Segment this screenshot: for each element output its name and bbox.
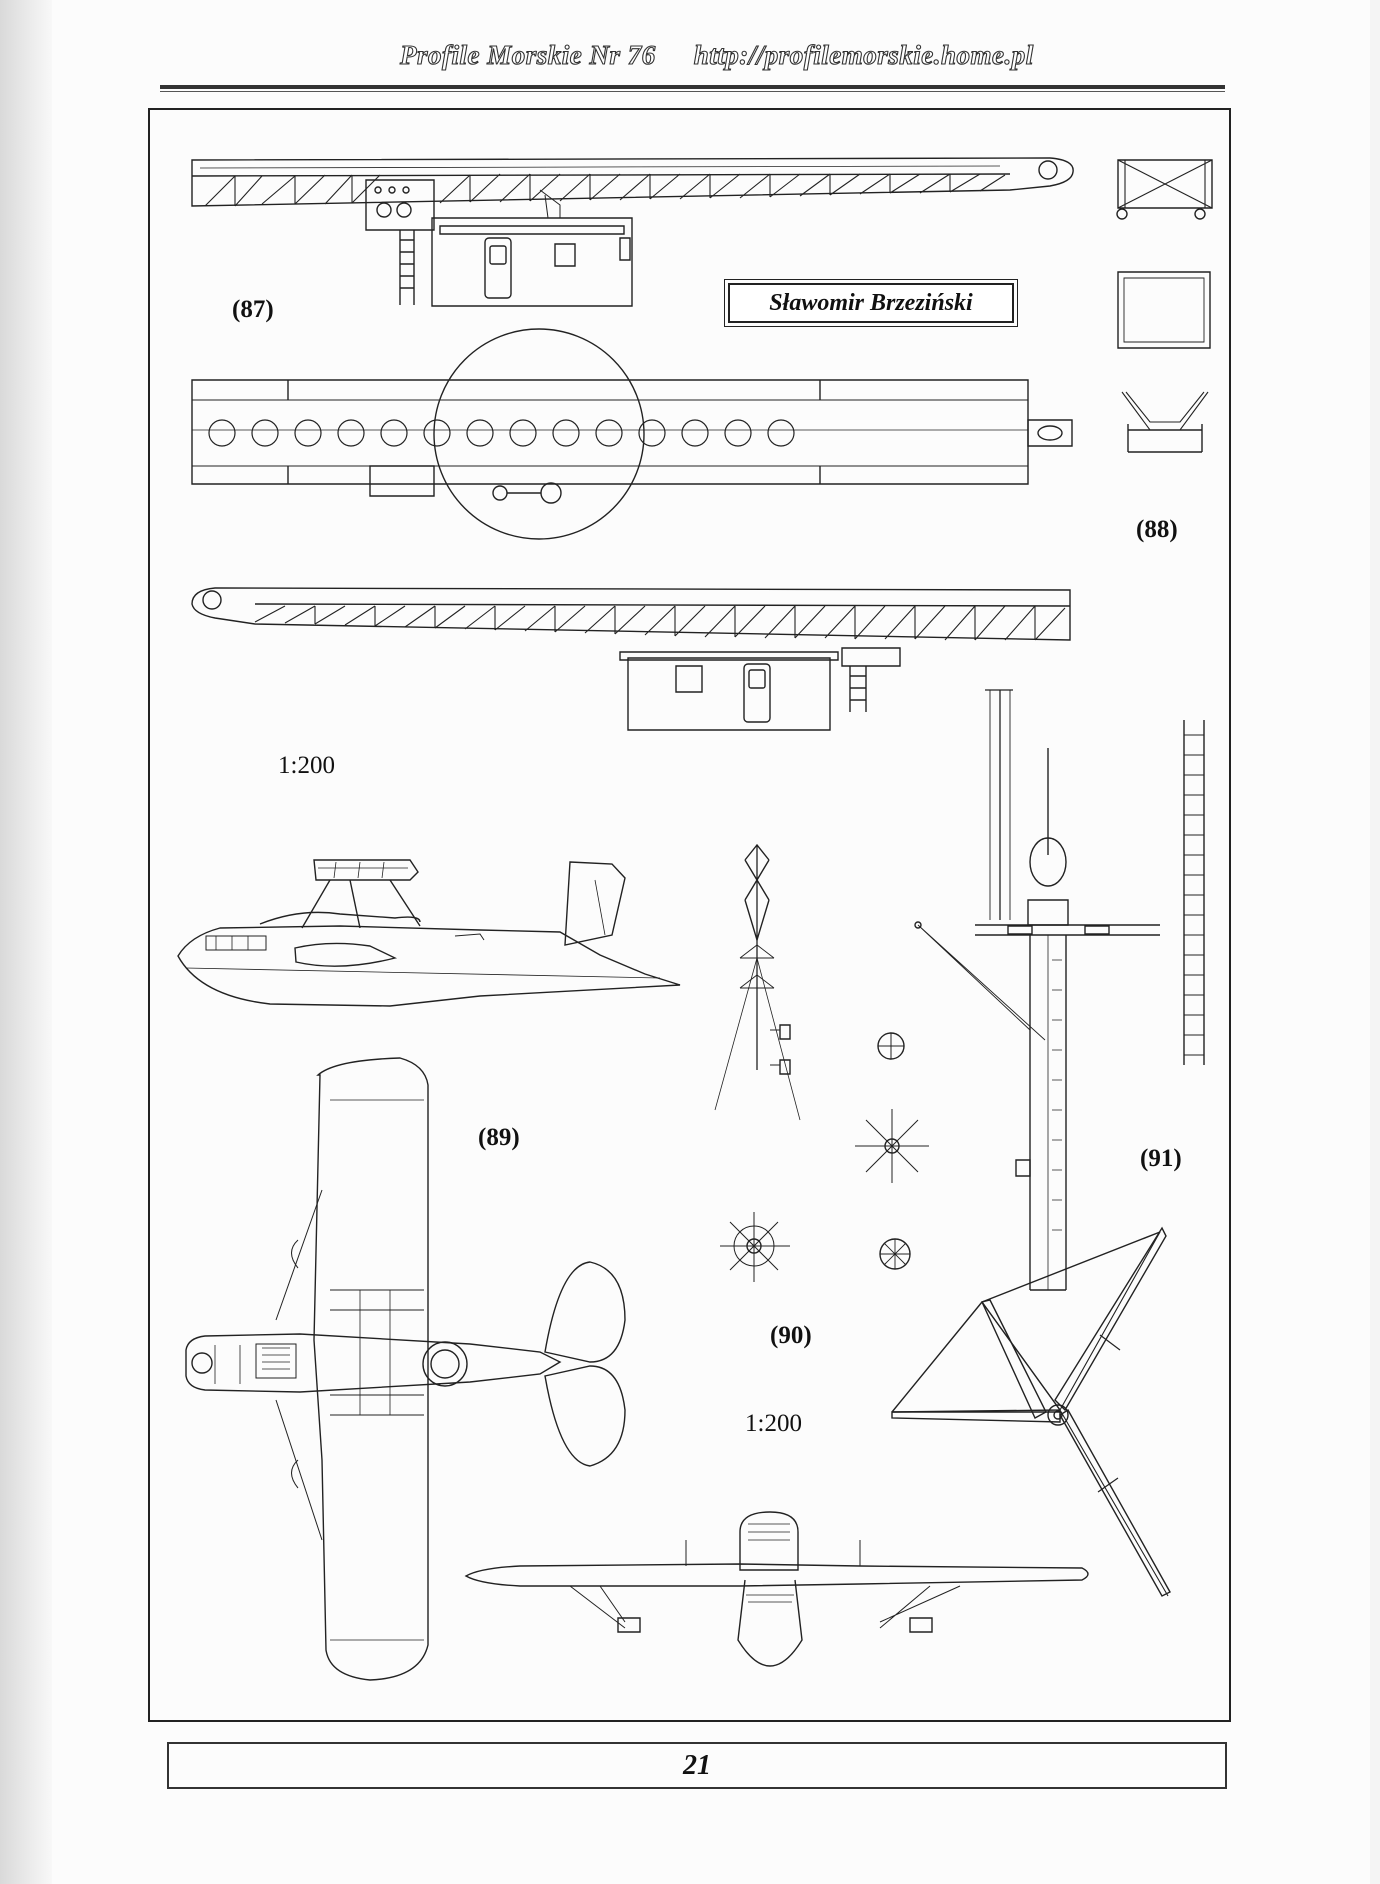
figure-label-87: (87) [232,296,274,323]
page-background [40,0,1370,1884]
catapult-side-view-upper [192,158,1073,306]
seaplane-front-view [466,1512,1088,1666]
page-number: 21 [683,1749,711,1781]
figure-label-91: (91) [1140,1145,1182,1172]
main-mast-and-crane [892,690,1204,1596]
running-head: Profile Morskie Nr 76 http://profilemorsk… [399,39,1034,71]
catapult-plan-view [192,329,1072,539]
figure-label-89: (89) [478,1124,520,1151]
seaplane-plan-view [186,1058,625,1680]
scale-label-upper: 1:200 [278,752,335,779]
header-rule-thin [160,91,1225,92]
figure-label-88: (88) [1136,516,1178,543]
catapult-side-view-lower [192,588,1070,730]
mast-details [715,845,929,1282]
scale-label-lower: 1:200 [745,1410,802,1437]
page-number-box: 21 [167,1742,1227,1789]
catapult-cross-sections [1117,160,1212,452]
seaplane-side-view [178,860,680,1006]
author-name: Sławomir Brzeziński [769,289,973,316]
drawing-frame [148,108,1231,1722]
header-rule [160,85,1225,89]
figure-label-90: (90) [770,1322,812,1349]
book-spine-shadow [0,0,52,1884]
publication-title: Profile Morskie Nr 76 [399,39,656,70]
author-credit-box: Sławomir Brzeziński [724,279,1018,327]
publication-url: http://profilemorskie.home.pl [693,39,1034,70]
